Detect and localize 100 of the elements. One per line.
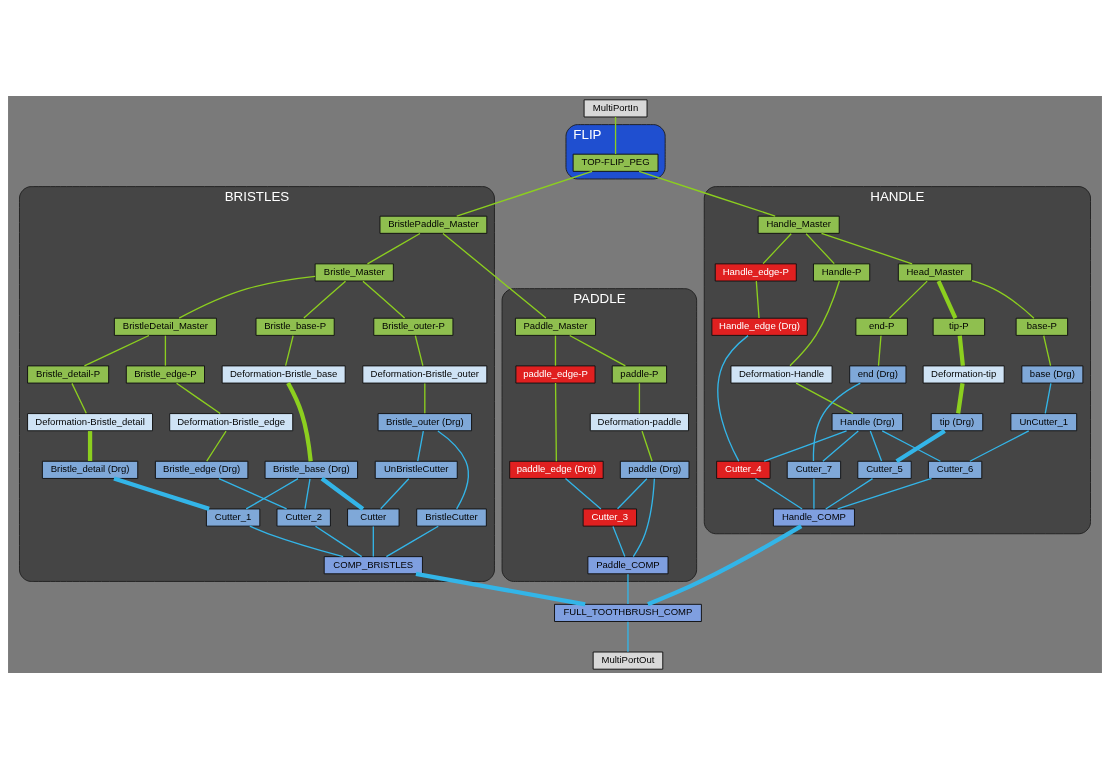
node-box: UnBristleCutter	[374, 460, 458, 479]
node-box: Handle_Master	[757, 215, 840, 234]
connector	[366, 232, 421, 264]
connector	[113, 475, 210, 511]
node-box: Cutter_2	[276, 508, 331, 527]
connector	[936, 279, 958, 319]
node-box: BristlePaddle_Master	[379, 215, 488, 234]
connector	[175, 382, 221, 414]
node-box: FULL_TOOTHBRUSH_COMP	[554, 603, 702, 622]
node-box: Cutter	[347, 508, 400, 527]
node-box: Cutter_1	[205, 508, 261, 527]
connector	[822, 429, 859, 462]
connector	[647, 523, 803, 606]
connector	[616, 477, 648, 509]
node-box: MultiPortIn	[583, 98, 648, 117]
node-box: Deformation-Bristle_outer	[362, 364, 488, 384]
connector	[178, 275, 316, 319]
connector	[554, 334, 557, 366]
connector	[314, 525, 363, 557]
connector	[320, 476, 365, 511]
node-box: Cutter_5	[857, 460, 912, 479]
connector	[762, 232, 792, 264]
node-box: Cutter_4	[716, 460, 771, 479]
node-box: tip (Drg)	[930, 412, 984, 431]
connector	[754, 477, 803, 510]
node-box: Handle (Drg)	[831, 412, 904, 431]
node-box: Deformation-Bristle_detail	[27, 412, 153, 431]
connector	[717, 334, 749, 462]
node-box: Handle_COMP	[772, 508, 855, 527]
connector	[385, 525, 439, 557]
node-box: Head_Master	[897, 262, 973, 281]
connector	[303, 279, 347, 319]
connector	[789, 279, 840, 366]
connector	[87, 430, 93, 461]
node-box: Deformation-Bristle_edge	[169, 412, 294, 431]
connector	[284, 334, 294, 366]
connector	[554, 381, 557, 462]
connector	[805, 232, 835, 264]
node-box: Paddle_COMP	[587, 555, 669, 574]
connector	[206, 429, 227, 462]
node-box: Bristle_edge (Drg)	[154, 460, 249, 479]
node-box: Cutter_3	[582, 508, 637, 527]
node-box: Bristle_outer (Drg)	[377, 412, 473, 431]
connector	[820, 232, 913, 264]
connector	[957, 335, 965, 366]
connector	[763, 429, 848, 462]
connector	[612, 525, 626, 557]
connector	[869, 429, 883, 462]
connector	[1043, 334, 1052, 366]
connector	[83, 334, 150, 367]
connector	[362, 279, 406, 319]
node-box: end (Drg)	[849, 364, 907, 384]
connector	[795, 382, 854, 414]
node-box: paddle (Drg)	[619, 460, 690, 479]
node-box: paddle_edge-P	[515, 364, 596, 384]
connector	[245, 477, 299, 510]
node-box: Deformation-Handle	[730, 364, 833, 384]
node-box: paddle-P	[611, 364, 668, 384]
node-box: base (Drg)	[1021, 364, 1084, 384]
connector	[286, 381, 313, 461]
node-box: Bristle_edge-P	[125, 364, 205, 384]
node-box: BristleCutter	[416, 508, 487, 527]
connector	[881, 429, 942, 462]
node-box: paddle_edge (Drg)	[509, 460, 604, 479]
connector	[414, 334, 424, 366]
connector	[71, 382, 87, 414]
connector	[1044, 382, 1052, 414]
connector	[380, 477, 410, 509]
connector	[442, 232, 547, 319]
connector	[641, 429, 653, 462]
node-box: Bristle_detail (Drg)	[41, 460, 139, 479]
node-box: Bristle_base-P	[255, 317, 335, 336]
connector	[755, 279, 760, 319]
connector	[415, 571, 586, 606]
connector	[614, 115, 617, 155]
connector	[456, 170, 593, 217]
node-box: MultiPortOut	[592, 651, 664, 670]
node-box: Cutter_7	[786, 460, 842, 479]
connector	[249, 525, 344, 557]
node-box: Handle-P	[813, 262, 871, 281]
connector	[813, 477, 815, 509]
node-box: Deformation-paddle	[589, 412, 689, 431]
connector	[825, 477, 874, 510]
connector	[638, 382, 641, 414]
connector	[888, 279, 928, 319]
connector	[836, 477, 933, 510]
connector	[969, 429, 1030, 462]
node-box: Bristle_outer-P	[373, 317, 454, 336]
connector	[627, 620, 629, 652]
node-box: Paddle_Master	[514, 317, 596, 336]
connector	[895, 428, 946, 463]
node-box: UnCutter_1	[1010, 412, 1078, 431]
connector	[437, 429, 469, 509]
node-box: Deformation-tip	[922, 364, 1005, 384]
node-box: Bristle_detail-P	[27, 364, 110, 384]
connector	[632, 477, 656, 557]
connector	[417, 429, 424, 462]
node-box: Bristle_Master	[314, 262, 394, 281]
connector	[877, 334, 882, 366]
node-box: end-P	[855, 317, 908, 336]
